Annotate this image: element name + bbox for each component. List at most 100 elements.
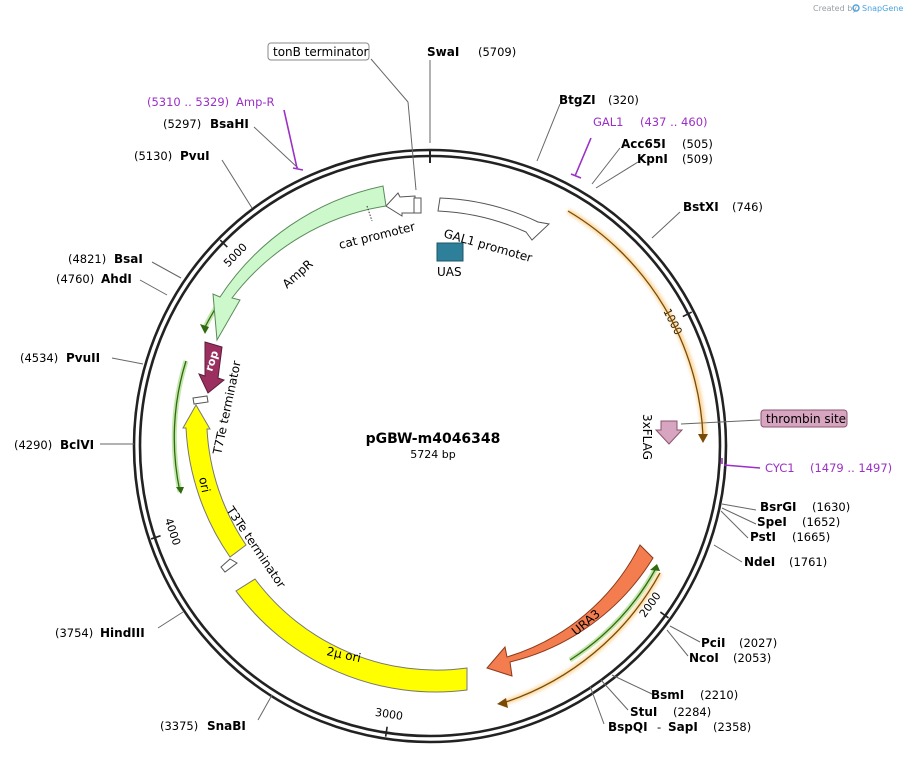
site-name-bsahi: BsaHI	[210, 117, 249, 131]
site-pos-bsai: (4821)	[68, 252, 106, 266]
site-pos-ndei: (1761)	[789, 555, 827, 569]
primer-gal1-marker	[570, 137, 592, 179]
orf-gal1-arc	[567, 210, 704, 437]
restriction-site-labels: SwaI (5709) BtgZI (320) Acc65I (505) Kpn…	[14, 45, 850, 734]
snapgene-watermark: Created by SnapGene	[813, 4, 903, 13]
primer-labels: (5310 .. 5329) Amp-R GAL1 (437 .. 460) C…	[147, 95, 892, 475]
site-name-kpni: KpnI	[637, 152, 668, 166]
site-name-btgzi: BtgZI	[559, 93, 596, 107]
site-name-bspqi: BspQI	[608, 720, 648, 734]
feature-arrows	[182, 185, 684, 693]
thrombin-site-label: thrombin site	[766, 412, 846, 426]
site-separator: -	[657, 720, 661, 734]
primer-markers	[283, 109, 761, 469]
orf-arrowhead-icon	[650, 564, 660, 571]
site-pos-bsrgi: (1630)	[812, 500, 850, 514]
site-name-bsrgi: BsrGI	[760, 500, 797, 514]
site-name-hindiii: HindIII	[100, 626, 145, 640]
rop-arrow	[198, 341, 226, 394]
feature-label-rop: rop	[202, 349, 221, 373]
orf-arrowhead-icon	[698, 434, 708, 443]
site-pos-bstxi: (746)	[732, 200, 763, 214]
site-pos-bsahi: (5297)	[163, 117, 201, 131]
site-pos-ncoi: (2053)	[733, 651, 771, 665]
t3te-terminator-arrow	[220, 558, 238, 573]
site-name-spei: SpeI	[757, 515, 787, 529]
site-name-bclvi: BclVI	[60, 438, 94, 452]
site-leader-lines	[100, 58, 761, 725]
site-pos-hindiii: (3754)	[55, 626, 93, 640]
plasmid-name: pGBW-m4046348	[366, 431, 501, 447]
primer-amp-r-marker	[283, 109, 304, 171]
orf-ura3-outer-arc	[502, 572, 661, 704]
site-name-bsai: BsaI	[114, 252, 143, 266]
site-name-pvui: PvuI	[180, 149, 210, 163]
site-pos-swai: (5709)	[478, 45, 516, 59]
ruler-tick	[682, 311, 693, 318]
site-pos-pcii: (2027)	[739, 636, 777, 650]
site-name-ndei: NdeI	[744, 555, 775, 569]
primer-cyc1-range: (1479 .. 1497)	[810, 461, 892, 475]
tonb-terminator-box	[413, 197, 422, 214]
ruler-tick	[219, 239, 228, 248]
boxed-labels: tonB terminator thrombin site	[267, 42, 848, 428]
ruler-tick	[384, 726, 388, 737]
feature-label-ampr: AmpR	[280, 257, 316, 291]
primer-amp-r-name: Amp-R	[236, 95, 275, 109]
cat-promoter-arrow	[385, 192, 417, 217]
map-title-block: pGBW-m4046348 5724 bp	[366, 431, 501, 461]
primer-gal1-range: (437 .. 460)	[640, 115, 708, 129]
site-name-bsmi: BsmI	[651, 688, 684, 702]
ampr-arrow	[212, 185, 387, 342]
ruler-tick	[659, 611, 669, 619]
t7te-terminator-arrow	[192, 395, 209, 405]
site-name-psti: PstI	[750, 530, 776, 544]
site-pos-stui: (2284)	[673, 705, 711, 719]
tonb-terminator-label-box	[267, 42, 370, 61]
feature-label-cat-promoter: cat promoter	[337, 219, 416, 252]
site-pos-btgzi: (320)	[608, 93, 639, 107]
feature-label-ura3: URA3	[569, 607, 603, 639]
site-name-acc65i: Acc65I	[621, 137, 666, 151]
site-pos-bclvi: (4290)	[14, 438, 52, 452]
orf-rop-arc	[173, 360, 187, 493]
thrombin-site-label-box	[760, 409, 848, 428]
watermark-prefix: Created by	[813, 4, 857, 13]
ori-arrow	[182, 403, 247, 558]
ura3-arrow	[486, 544, 654, 677]
tonb-terminator-label: tonB terminator	[273, 45, 369, 59]
orf-arrowhead-icon	[176, 487, 184, 494]
ampr-dotted-mark	[366, 205, 373, 222]
site-pos-psti: (1665)	[792, 530, 830, 544]
site-pos-spei: (1652)	[802, 515, 840, 529]
feature-label-uas: UAS	[437, 265, 462, 279]
orf-arrowhead-icon	[497, 698, 508, 708]
primer-gal1-name: GAL1	[593, 115, 624, 129]
site-pos-snabi: (3375)	[160, 719, 198, 733]
2mu-ori-arc	[235, 578, 468, 693]
site-pos-pvui: (5130)	[134, 149, 172, 163]
site-name-swai: SwaI	[427, 45, 459, 59]
ruler-tick-label: 3000	[374, 706, 404, 723]
primer-cyc1-name: CYC1	[765, 461, 795, 475]
site-name-snabi: SnaBI	[207, 719, 246, 733]
gal1-promoter-arrow	[437, 197, 551, 241]
site-pos-kpni: (509)	[682, 152, 713, 166]
orf-ura3-inner-arc	[569, 569, 656, 661]
site-name-ncoi: NcoI	[689, 651, 719, 665]
plasmid-length: 5724 bp	[410, 448, 455, 461]
watermark-brand: SnapGene	[862, 4, 903, 13]
uas-box	[436, 242, 464, 262]
primer-cyc1-marker	[721, 458, 761, 469]
site-name-stui: StuI	[630, 705, 657, 719]
snapgene-logo-icon	[852, 4, 860, 12]
site-name-ahdi: AhdI	[101, 272, 132, 286]
site-pos-bsmi: (2210)	[700, 688, 738, 702]
ruler-tick	[150, 535, 161, 540]
site-name-pvuii: PvuII	[66, 351, 100, 365]
feature-label-ori: ori	[196, 476, 213, 494]
site-name-sapi: SapI	[668, 720, 698, 734]
orf-arrowhead-icon	[200, 324, 209, 334]
primer-amp-r-range: (5310 .. 5329)	[147, 95, 229, 109]
